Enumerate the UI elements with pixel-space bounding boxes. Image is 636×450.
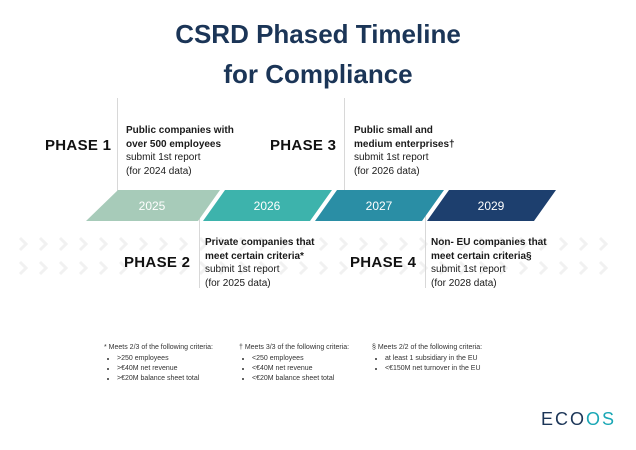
phase-2-label: PHASE 2 <box>124 254 191 271</box>
phase-4-report: submit 1st report (for 2028 data) <box>431 264 506 289</box>
footnote-1-item: >€20M balance sheet total <box>117 374 234 384</box>
connector-line-phase3 <box>344 98 345 191</box>
footnote-3-item: at least 1 subsidiary in the EU <box>385 354 522 364</box>
footnote-1-list: >250 employees >€40M net revenue >€20M b… <box>104 354 234 384</box>
title-line-1: CSRD Phased Timeline <box>175 19 461 49</box>
eco-os-logo: ECOOS <box>541 409 616 430</box>
phase-3-label: PHASE 3 <box>270 137 337 154</box>
logo-text-eco: ECO <box>540 409 586 429</box>
phase-4-description: Non- EU companies that meet certain crit… <box>431 236 549 290</box>
phase-1-label: PHASE 1 <box>45 137 112 154</box>
footnote-3-list: at least 1 subsidiary in the EU <€150M n… <box>372 354 522 374</box>
footnote-2-item: <€20M balance sheet total <box>252 374 369 384</box>
timeline-segment-2027 <box>315 190 444 221</box>
phase-2-description: Private companies that meet certain crit… <box>205 236 315 290</box>
title-line-2: for Compliance <box>223 59 413 89</box>
footnote-2-item: <250 employees <box>252 354 369 364</box>
connector-line-phase2 <box>199 206 200 288</box>
phase-3-report: submit 1st report (for 2026 data) <box>354 152 429 177</box>
phase-1-description: Public companies with over 500 employees… <box>126 124 236 178</box>
phase-1-criteria: Public companies with over 500 employees <box>126 125 234 150</box>
footnote-3-title: § Meets 2/2 of the following criteria: <box>372 344 483 351</box>
phase-2-report: submit 1st report (for 2025 data) <box>205 264 280 289</box>
footnote-2-list: <250 employees <€40M net revenue <€20M b… <box>239 354 369 384</box>
year-label-2026: 2026 <box>254 199 281 213</box>
connector-line-phase1 <box>117 98 118 191</box>
timeline-segment-2026 <box>203 190 332 221</box>
phase-4-label: PHASE 4 <box>350 254 417 271</box>
phase-1-report: submit 1st report (for 2024 data) <box>126 152 201 177</box>
phase-3-criteria: Public small and medium enterprises† <box>354 125 455 150</box>
year-label-2027: 2027 <box>366 199 393 213</box>
timeline-segment-2025 <box>86 190 220 221</box>
phase-2-criteria: Private companies that meet certain crit… <box>205 237 315 262</box>
footnote-3-item: <€150M net turnover in the EU <box>385 364 522 374</box>
page-title: CSRD Phased Timeline for Compliance <box>0 14 636 94</box>
timeline-segment-2029 <box>427 190 556 221</box>
year-label-2029: 2029 <box>478 199 505 213</box>
phase-3-description: Public small and medium enterprises† sub… <box>354 124 456 178</box>
footnote-non-eu-criteria: § Meets 2/2 of the following criteria: a… <box>372 343 522 374</box>
footnote-private-criteria: * Meets 2/3 of the following criteria: >… <box>104 343 234 384</box>
footnote-sme-criteria: † Meets 3/3 of the following criteria: <… <box>239 343 369 384</box>
footnote-1-title: * Meets 2/3 of the following criteria: <box>104 344 213 351</box>
footnote-1-item: >250 employees <box>117 354 234 364</box>
footnote-1-item: >€40M net revenue <box>117 364 234 374</box>
footnote-2-title: † Meets 3/3 of the following criteria: <box>239 344 350 351</box>
connector-line-phase4 <box>425 206 426 288</box>
phase-4-criteria: Non- EU companies that meet certain crit… <box>431 237 547 262</box>
logo-text-os: OS <box>585 409 616 429</box>
year-label-2025: 2025 <box>139 199 166 213</box>
footnote-2-item: <€40M net revenue <box>252 364 369 374</box>
